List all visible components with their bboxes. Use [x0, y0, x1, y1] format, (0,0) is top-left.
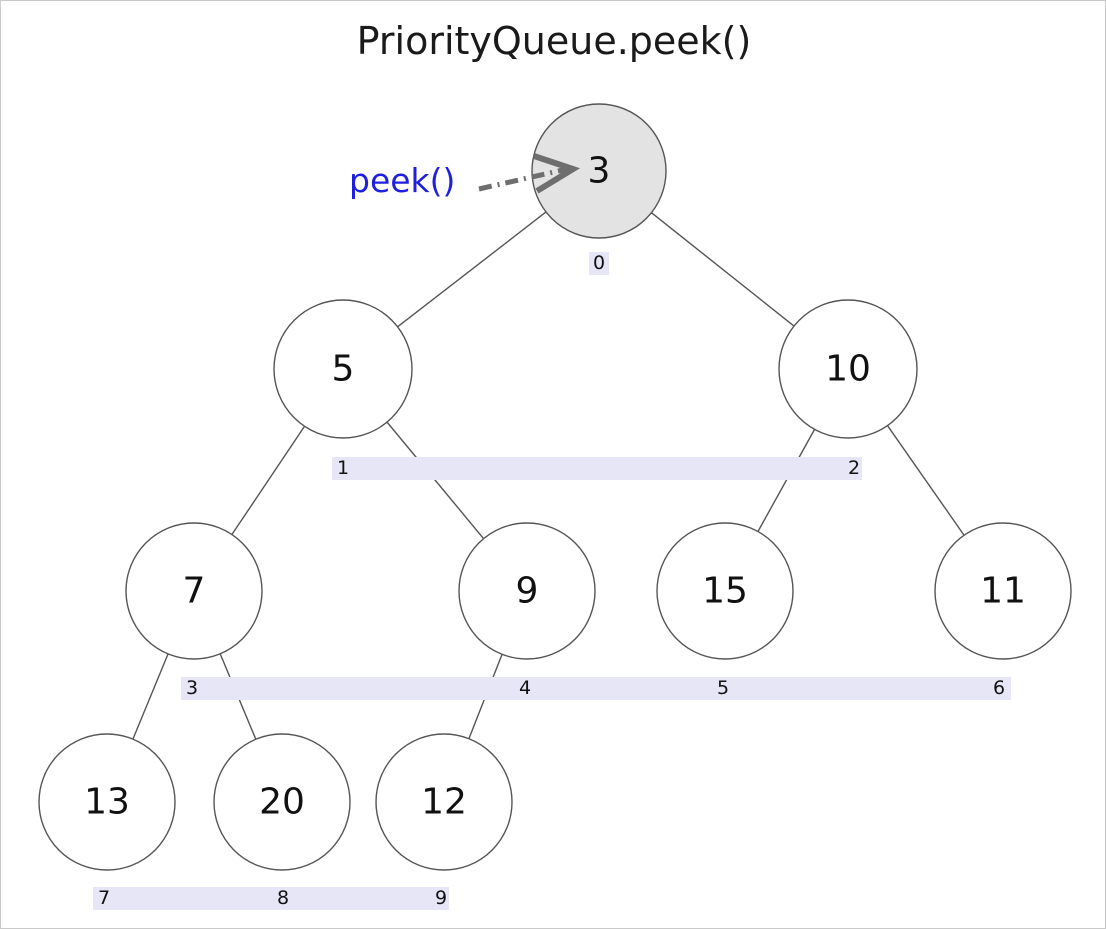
- page-title: PriorityQueue.peek(): [356, 19, 752, 63]
- tree-node-5[interactable]: [273, 299, 413, 439]
- index-band: [332, 457, 862, 480]
- tree-edge: [132, 653, 169, 740]
- array-index-label: 2: [846, 457, 863, 480]
- tree-edge: [386, 421, 485, 540]
- edges-group: [132, 211, 965, 740]
- array-index-label: 9: [433, 887, 450, 910]
- array-index-label: 6: [991, 677, 1008, 700]
- tree-node-7[interactable]: [125, 522, 263, 660]
- tree-edge: [651, 212, 795, 327]
- nodes-group: [38, 103, 1072, 871]
- tree-node-12[interactable]: [375, 733, 513, 871]
- array-index-label: 3: [184, 677, 201, 700]
- tree-node-15[interactable]: [656, 522, 794, 660]
- peek-arrow-icon: [478, 153, 581, 194]
- array-index-label: 1: [335, 457, 352, 480]
- peek-annotation-label: peek(): [349, 161, 456, 200]
- tree-edge: [231, 425, 306, 535]
- tree-node-3[interactable]: [531, 103, 667, 239]
- tree-node-9[interactable]: [458, 522, 596, 660]
- tree-edge: [397, 211, 547, 328]
- peek-arrow-head: [533, 153, 581, 194]
- tree-node-20[interactable]: [213, 733, 351, 871]
- array-index-label: 0: [591, 252, 608, 275]
- tree-edge: [757, 429, 816, 532]
- array-index-label: 8: [275, 887, 292, 910]
- array-index-label: 4: [517, 677, 534, 700]
- tree-node-11[interactable]: [934, 522, 1072, 660]
- index-band: [181, 677, 1011, 700]
- tree-node-10[interactable]: [778, 299, 918, 439]
- array-index-label: 5: [715, 677, 732, 700]
- array-index-label: 7: [96, 887, 113, 910]
- tree-edge: [886, 425, 965, 536]
- tree-node-13[interactable]: [38, 733, 176, 871]
- index-band: [93, 887, 449, 910]
